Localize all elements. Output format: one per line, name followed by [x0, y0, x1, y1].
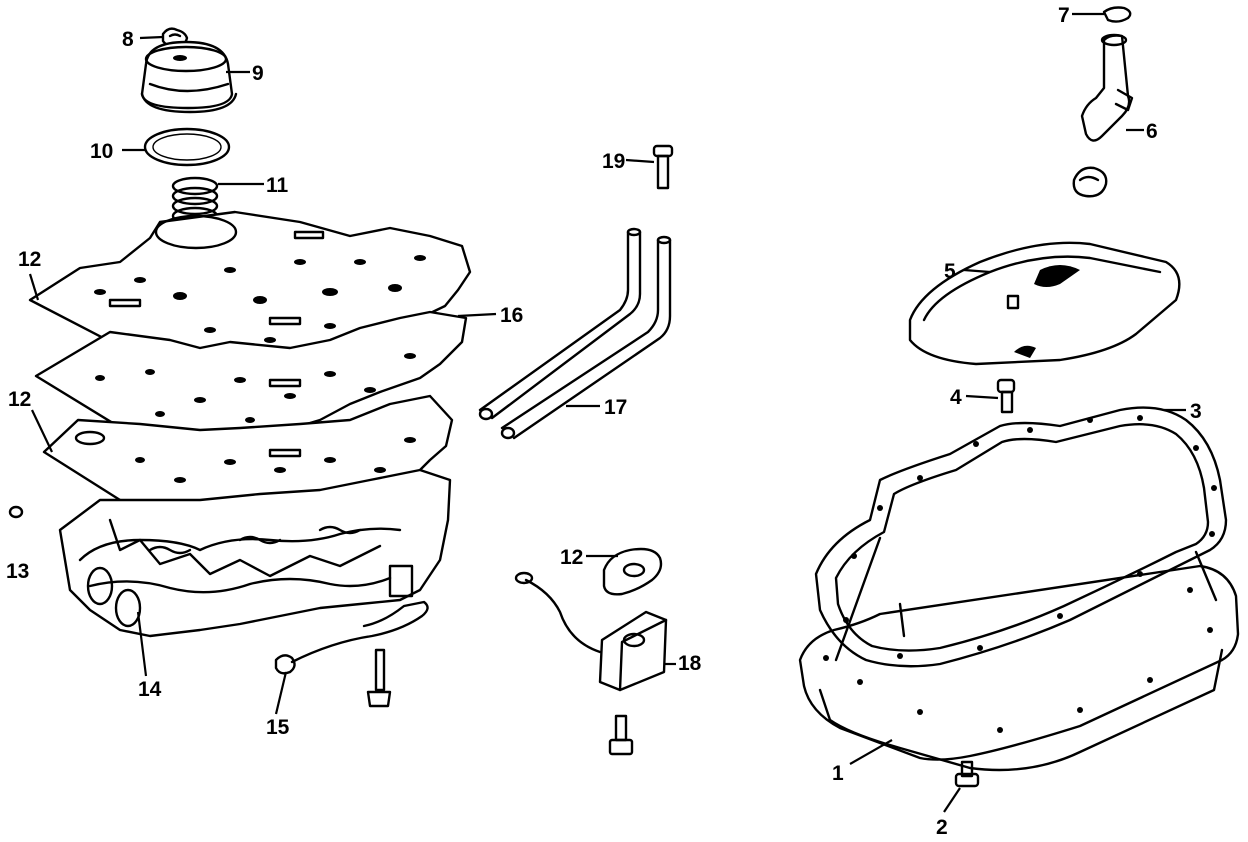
part-17-tubes — [478, 227, 672, 440]
callout-16: 18 — [678, 652, 702, 675]
callout-17: 17 — [604, 396, 627, 419]
part-6-filler-tube — [1080, 33, 1134, 142]
callout-12-upper: 12 — [18, 248, 41, 271]
callout-labels: 8 9 10 11 12 16 12 13 14 15 19 17 12 18 … — [6, 4, 1202, 839]
part-4-bolt — [996, 378, 1016, 414]
callout-9: 9 — [252, 62, 264, 85]
part-2-drain-plug — [954, 760, 980, 788]
part-16-bolt — [608, 714, 634, 756]
callout-8: 8 — [122, 28, 134, 51]
callout-12-middle: 12 — [560, 546, 583, 569]
part-12-small-gasket — [602, 547, 663, 596]
part-14-valve-body — [58, 468, 452, 638]
part-13-check-ball — [8, 505, 24, 519]
callout-14: 14 — [138, 678, 162, 701]
callout-2: 2 — [936, 816, 948, 839]
callout-13: 13 — [6, 560, 29, 583]
callout-4: 4 — [950, 386, 962, 409]
part-6-grommet — [1072, 166, 1108, 198]
callout-11: 11 — [266, 174, 289, 197]
part-16-solenoid — [514, 571, 668, 692]
callout-7: 7 — [1058, 4, 1070, 27]
part-15-sensor — [274, 600, 429, 708]
callout-1: 1 — [832, 762, 844, 785]
callout-18: 16 — [500, 304, 523, 327]
callout-15: 15 — [266, 716, 290, 739]
part-1-oil-pan — [798, 536, 1240, 772]
part-9-accumulator-cover — [140, 40, 238, 114]
part-10-seal-ring — [143, 127, 231, 167]
part-7-seal — [1102, 6, 1132, 23]
callout-6: 6 — [1146, 120, 1158, 143]
callout-19: 19 — [602, 150, 625, 173]
leader-lines — [28, 12, 1186, 813]
part-19-bolt — [652, 144, 674, 190]
callout-10: 10 — [90, 140, 113, 163]
callout-3: 3 — [1190, 400, 1202, 423]
callout-5: 5 — [944, 260, 956, 283]
part-5-filter — [908, 241, 1181, 366]
part-3-pan-gasket — [814, 406, 1228, 668]
callout-12-lower: 12 — [8, 388, 31, 411]
